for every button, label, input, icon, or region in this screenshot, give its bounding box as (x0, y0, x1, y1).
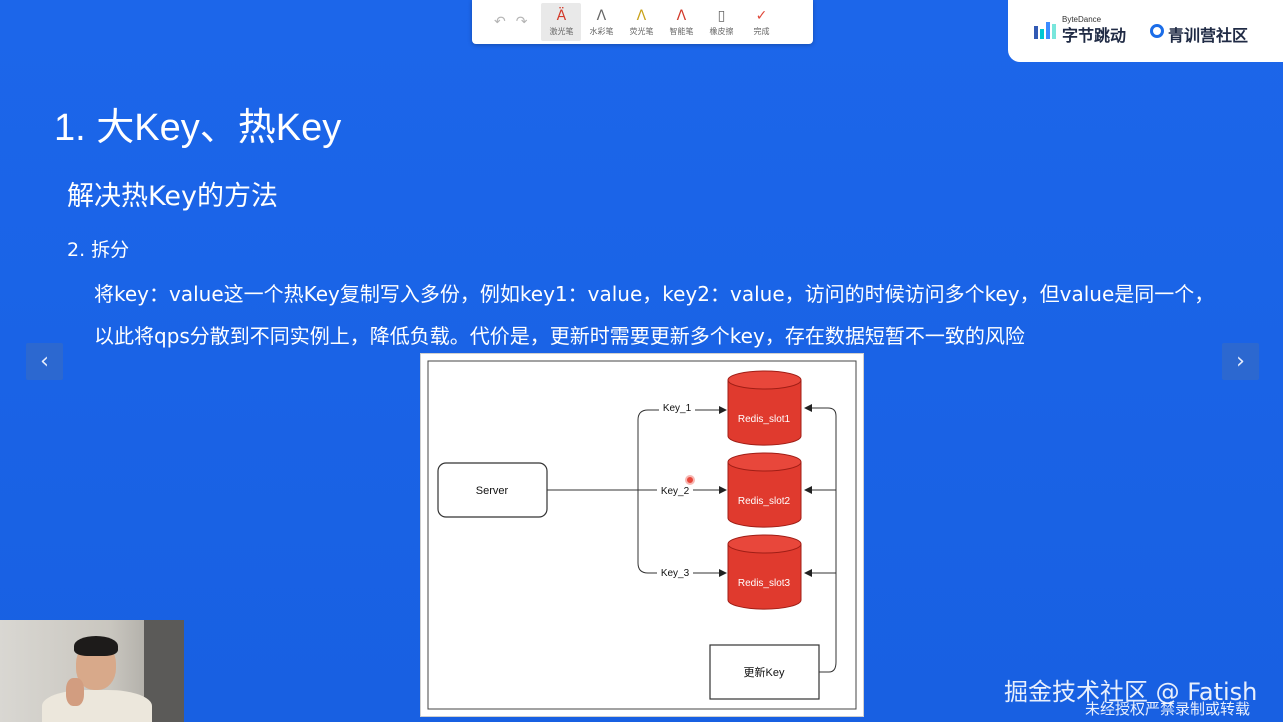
tool-highlighter[interactable]: Λ 荧光笔 (621, 3, 661, 41)
tool-eraser[interactable]: ▯ 橡皮擦 (701, 3, 741, 41)
redis-slot3-db: Redis_slot3 (727, 534, 802, 610)
watermark-line-1: 掘金技术社区 @ Fatish (1004, 678, 1258, 706)
body-line-1: 将key：value这一个热Key复制写入多份，例如key1：value，key… (94, 282, 1215, 306)
tool-smart-pen[interactable]: Λ 智能笔 (661, 3, 701, 41)
bytedance-logo-icon (1034, 22, 1056, 39)
chevron-right-icon: › (1236, 349, 1245, 374)
tool-label: 完成 (753, 26, 770, 36)
brand-header: ByteDance 字节跳动 青训营社区 (1008, 0, 1283, 62)
server-label: Server (476, 485, 509, 497)
eraser-icon: ▯ (717, 7, 726, 24)
diagram-canvas: Server Key_1 Key_2 Key_3 Redis_slot1 Red… (427, 360, 857, 710)
edge-key3 (637, 490, 727, 577)
tool-done[interactable]: ✓ 完成 (741, 3, 781, 41)
tool-marker[interactable]: Λ 水彩笔 (581, 3, 621, 41)
laser-pen-icon: Ä (556, 7, 567, 24)
smart-pen-icon: Λ (676, 7, 687, 24)
watermark-line-2: 未经授权严禁录制或转载 (1085, 700, 1251, 718)
next-slide-button[interactable]: › (1222, 343, 1259, 380)
community-logo-icon (1150, 24, 1164, 38)
slide-title: 1. 大Key、热Key (54, 107, 342, 149)
architecture-diagram: Server Key_1 Key_2 Key_3 Redis_slot1 Red… (421, 354, 863, 716)
update-key-box (709, 644, 820, 700)
key2-label: Key_2 (661, 486, 690, 497)
undo-icon[interactable]: ↶ (494, 14, 506, 30)
bytedance-small-label: ByteDance (1062, 15, 1102, 24)
edge-key1 (637, 406, 727, 490)
tool-label: 荧光笔 (629, 26, 654, 36)
bytedance-name: 字节跳动 (1062, 26, 1127, 45)
prev-slide-button[interactable]: ‹ (26, 343, 63, 380)
tool-label: 橡皮擦 (709, 26, 734, 36)
highlighter-icon: Λ (636, 7, 647, 24)
community-name: 青训营社区 (1168, 26, 1249, 45)
tool-label: 激光笔 (549, 26, 574, 36)
redis-slot2-label: Redis_slot2 (738, 496, 791, 507)
key1-label: Key_1 (663, 403, 692, 414)
tool-label: 智能笔 (669, 26, 694, 36)
key3-label: Key_3 (661, 568, 690, 579)
update-edge-slot1 (804, 404, 837, 673)
redis-slot1-db: Redis_slot1 (727, 370, 802, 446)
body-line-2: 以此将qps分散到不同实例上，降低负载。代价是，更新时需要更新多个key，存在数… (94, 324, 1025, 348)
diagram-frame (427, 360, 857, 710)
tool-laser-pen[interactable]: Ä 激光笔 (541, 3, 582, 41)
slide-subtitle: 解决热Key的方法 (67, 181, 278, 212)
redo-icon[interactable]: ↷ (515, 14, 528, 30)
redis-slot2-db: Redis_slot2 (727, 452, 802, 528)
laser-pointer-dot (685, 475, 695, 485)
redis-slot1-label: Redis_slot1 (738, 414, 791, 425)
point-heading: 2. 拆分 (67, 239, 130, 261)
check-icon: ✓ (755, 7, 768, 24)
redis-slot3-label: Redis_slot3 (738, 578, 791, 589)
update-key-label: 更新Key (744, 665, 785, 679)
history-controls: ↶ ↷ (494, 14, 527, 30)
marker-icon: Λ (596, 7, 607, 24)
annotation-toolbar: ↶ ↷ Ä 激光笔 Λ 水彩笔 Λ 荧光笔 Λ 智能笔 ▯ 橡皮擦 ✓ 完成 (472, 0, 813, 44)
tool-label: 水彩笔 (589, 26, 614, 36)
presenter-webcam (0, 620, 184, 722)
chevron-left-icon: ‹ (40, 349, 49, 374)
